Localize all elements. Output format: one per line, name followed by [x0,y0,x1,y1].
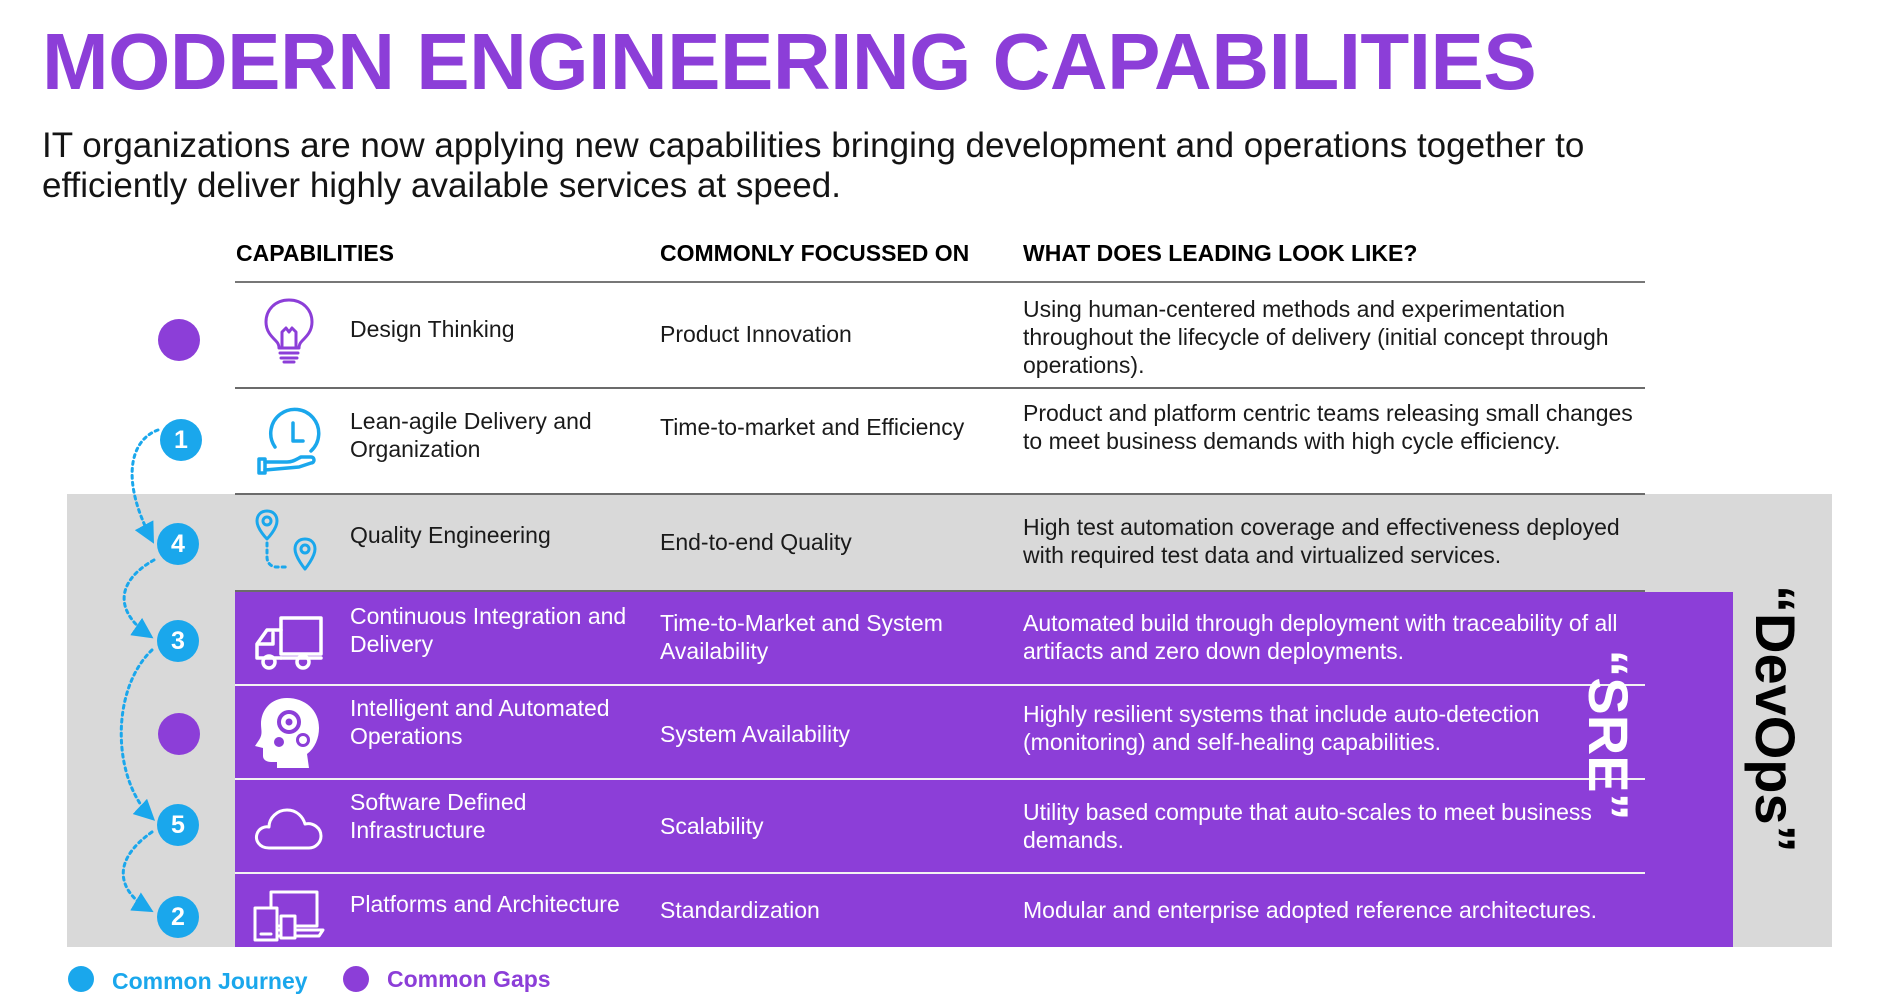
delivery-truck-icon [253,606,325,678]
row-divider [235,684,1645,686]
capability-label: Design Thinking [350,316,515,342]
journey-step-marker: 1 [160,419,202,461]
row-divider [235,872,1645,874]
focus-label: System Availability [660,721,851,747]
column-header-focus: COMMONLY FOCUSSED ON [660,240,970,266]
table-row: Lean-agile Delivery and Organization Tim… [235,389,1645,493]
column-header-capabilities: CAPABILITIES [236,240,395,266]
capability-label: Quality Engineering [350,522,551,548]
leading-description: Product and platform centric teams relea… [1023,400,1633,454]
leading-description: Highly resilient systems that include au… [1023,701,1540,755]
row-divider [235,387,1645,389]
capability-label: Platforms and Architecture [350,891,620,917]
lightbulb-icon [253,295,325,367]
capability-label: Software Defined Infrastructure [350,789,527,843]
leading-description: Utility based compute that auto-scales t… [1023,799,1592,853]
journey-step-marker: 3 [157,620,199,662]
journey-step-marker: 4 [157,523,199,565]
capability-label: Continuous Integration and Delivery [350,603,627,657]
column-header-leading: WHAT DOES LEADING LOOK LIKE? [1023,240,1418,266]
common-gap-marker [158,319,200,361]
table-row: Quality Engineering End-to-end Quality H… [235,495,1645,590]
head-gears-icon [253,696,325,768]
table-row: Software Defined Infrastructure Scalabil… [235,780,1645,872]
focus-label: Time-to-Market and System Availability [660,610,943,664]
devops-label: “DevOps” [1744,585,1807,853]
focus-label: Product Innovation [660,321,852,347]
journey-step-marker: 2 [157,896,199,938]
row-divider [235,493,1645,495]
table-row: Design Thinking Product Innovation Using… [235,283,1645,387]
devices-icon [253,888,325,944]
legend-gaps-label: Common Gaps [387,966,551,992]
clock-delivery-icon [253,407,325,479]
capability-label: Lean-agile Delivery and Organization [350,408,592,462]
page-subtitle: IT organizations are now applying new ca… [42,126,1585,205]
row-divider [235,590,1645,592]
focus-label: Scalability [660,813,764,839]
cloud-icon [253,792,325,864]
capability-label: Intelligent and Automated Operations [350,695,610,749]
table-row: Intelligent and Automated Operations Sys… [235,686,1645,778]
legend-journey-swatch [68,966,94,992]
journey-step-marker: 5 [157,804,199,846]
legend-gaps-swatch [343,966,369,992]
focus-label: Time-to-market and Efficiency [660,414,965,440]
leading-description: Using human-centered methods and experim… [1023,296,1609,378]
leading-description: Modular and enterprise adopted reference… [1023,897,1598,923]
leading-description: High test automation coverage and effect… [1023,514,1620,568]
table-row: Platforms and Architecture Standardizati… [235,874,1645,947]
leading-description: Automated build through deployment with … [1023,610,1618,664]
sre-label: “SRE” [1577,649,1640,821]
table-row: Continuous Integration and Delivery Time… [235,592,1645,684]
header-divider [235,281,1645,283]
sre-region [235,592,1733,947]
focus-label: End-to-end Quality [660,529,852,555]
map-route-icon [253,507,325,579]
row-divider [235,778,1645,780]
page-title: MODERN ENGINEERING CAPABILITIES [42,17,1537,106]
focus-label: Standardization [660,897,820,923]
legend-journey-label: Common Journey [112,968,308,994]
common-gap-marker [158,713,200,755]
